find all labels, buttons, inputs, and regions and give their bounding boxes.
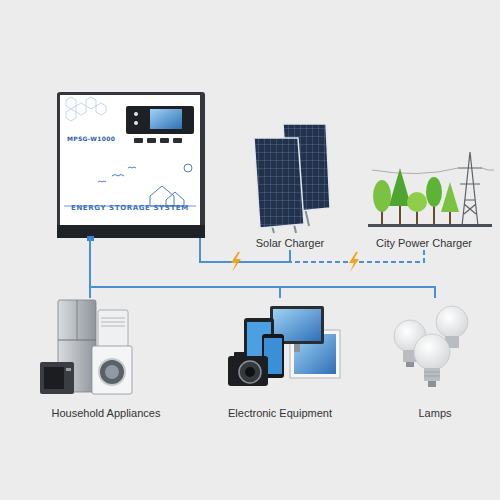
group-label: Lamps bbox=[418, 407, 451, 420]
appliances-drawing-part bbox=[40, 362, 74, 394]
lightning-bolt bbox=[349, 252, 359, 272]
group-label: City Power Charger bbox=[376, 237, 472, 250]
device-group: Electronic Equipment bbox=[212, 298, 348, 420]
electronics-drawing-part bbox=[245, 367, 255, 377]
storage-unit-drawing-part-part bbox=[96, 103, 106, 115]
electronics-drawing-part bbox=[234, 352, 246, 358]
storage-unit-drawing-part bbox=[66, 97, 106, 121]
storage-unit-drawing-part bbox=[57, 225, 205, 238]
appliances-drawing-part bbox=[92, 346, 132, 394]
storage-unit-drawing-part bbox=[150, 186, 184, 206]
storage-unit-drawing-part bbox=[184, 164, 192, 172]
group-label: Electronic Equipment bbox=[228, 407, 332, 420]
power-line bbox=[90, 238, 280, 298]
device-group: Household Appliances bbox=[38, 298, 174, 420]
storage-unit-drawing-part bbox=[134, 121, 138, 125]
lamps-drawing-part bbox=[406, 362, 414, 367]
lightning-bolt bbox=[231, 252, 241, 272]
storage-unit-drawing-part bbox=[57, 92, 205, 238]
storage-unit-drawing-part bbox=[126, 106, 194, 134]
storage-unit-drawing-part bbox=[173, 138, 182, 143]
device-group: Lamps bbox=[385, 298, 485, 420]
device-group: Solar Charger bbox=[245, 120, 335, 250]
city-power-drawing bbox=[368, 152, 494, 227]
storage-unit-drawing-part bbox=[60, 95, 200, 225]
city-power-drawing-part bbox=[368, 224, 492, 227]
appliances-drawing-part bbox=[101, 318, 125, 326]
city-power-drawing-part bbox=[372, 168, 494, 174]
appliances-drawing-part bbox=[105, 365, 119, 379]
lamps-drawing bbox=[394, 306, 468, 387]
storage-unit-drawing-part bbox=[98, 167, 136, 182]
lamps-drawing-part bbox=[424, 368, 440, 381]
city-power-drawing-part bbox=[458, 152, 482, 226]
appliances-drawing-part bbox=[44, 367, 64, 389]
storage-unit-drawing-part bbox=[147, 138, 156, 143]
electronics-drawing bbox=[228, 306, 340, 386]
appliances-drawing-part bbox=[66, 368, 71, 371]
solar-panel-drawing bbox=[254, 124, 330, 233]
storage-unit-drawing-part bbox=[134, 138, 143, 143]
lamps-drawing-part bbox=[414, 334, 450, 370]
group-label: Solar Charger bbox=[256, 237, 324, 250]
electronics-drawing-part bbox=[228, 356, 268, 386]
storage-unit-drawing-part-part bbox=[76, 103, 86, 115]
city-power-drawing-part bbox=[373, 180, 391, 212]
electronics-drawing-part bbox=[294, 344, 300, 352]
lamps-drawing-part bbox=[436, 306, 468, 338]
storage-unit-drawing bbox=[57, 92, 205, 241]
city-power-drawing-part bbox=[416, 210, 418, 224]
device-group: City Power Charger bbox=[358, 140, 490, 250]
electronics-drawing-part bbox=[239, 361, 261, 383]
solar-panel-drawing-part bbox=[254, 138, 304, 228]
model-number: MPSG-W1000 bbox=[67, 136, 115, 143]
product-title: ENERGY STORAGE SYSTEM bbox=[71, 205, 189, 213]
storage-unit-drawing-part-part bbox=[66, 109, 76, 121]
storage-unit-drawing-part-part bbox=[86, 97, 96, 109]
storage-unit: MPSG-W1000ENERGY STORAGE SYSTEM bbox=[57, 92, 205, 238]
storage-unit-drawing-part-part bbox=[66, 97, 76, 109]
appliances-drawing-part bbox=[77, 300, 78, 340]
city-power-drawing-part bbox=[426, 177, 442, 207]
appliances-drawing bbox=[40, 300, 132, 394]
city-power-drawing-part bbox=[407, 192, 427, 212]
storage-unit-drawing-part bbox=[150, 109, 182, 129]
storage-unit-drawing-part bbox=[134, 112, 138, 116]
group-label: Household Appliances bbox=[52, 407, 161, 420]
appliances-drawing-part bbox=[99, 359, 125, 385]
lamps-drawing-part bbox=[428, 381, 436, 387]
lamps-drawing-part bbox=[424, 372, 440, 376]
city-power-drawing-part bbox=[441, 182, 459, 212]
storage-unit-drawing-part bbox=[160, 138, 169, 143]
